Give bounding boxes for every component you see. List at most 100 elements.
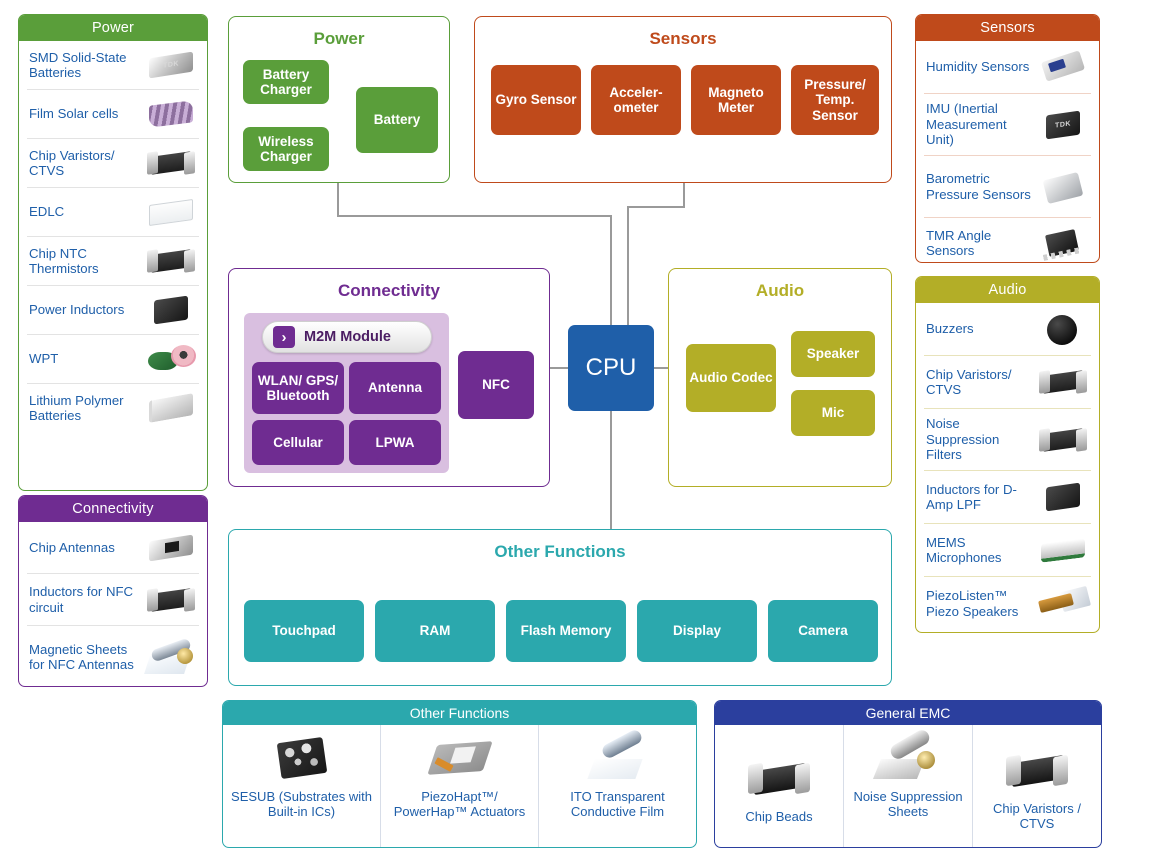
list-item[interactable]: MEMS Microphones xyxy=(924,524,1091,577)
node-label: Camera xyxy=(798,623,848,639)
node-ram[interactable]: RAM xyxy=(375,600,495,662)
chip-ntc-thermistor-icon xyxy=(145,242,197,280)
list-item[interactable]: SMD Solid-State Batteries TDK xyxy=(27,41,199,90)
node-lpwa[interactable]: LPWA xyxy=(349,420,441,465)
list-item[interactable]: Buzzers xyxy=(924,303,1091,356)
m2m-module-button[interactable]: › M2M Module xyxy=(262,321,432,353)
side-panel-connectivity: Connectivity Chip Antennas Inductors for… xyxy=(18,495,208,687)
list-item[interactable]: EDLC xyxy=(27,188,199,237)
node-battery[interactable]: Battery xyxy=(356,87,438,153)
list-item[interactable]: Noise Suppression Sheets xyxy=(843,725,972,847)
node-nfc[interactable]: NFC xyxy=(458,351,534,419)
list-item[interactable]: IMU (Inertial Measurement Unit) TDK xyxy=(924,94,1091,156)
item-label: Noise Suppression Sheets xyxy=(853,789,963,819)
node-touchpad[interactable]: Touchpad xyxy=(244,600,364,662)
node-antenna[interactable]: Antenna xyxy=(349,362,441,414)
piezo-speaker-icon xyxy=(1037,585,1092,623)
cpu-label: CPU xyxy=(585,354,637,382)
list-item[interactable]: Chip Varistors / CTVS xyxy=(972,725,1101,847)
panel-header-sensors: Sensors xyxy=(916,15,1099,41)
list-item[interactable]: Noise Suppression Filters xyxy=(924,409,1091,471)
node-cellular[interactable]: Cellular xyxy=(252,420,344,465)
bottom-panel-other-functions: Other Functions SESUB (Substrates with B… xyxy=(222,700,697,848)
node-camera[interactable]: Camera xyxy=(768,600,878,662)
item-label: ITO Transparent Conductive Film xyxy=(570,789,665,819)
node-label: Cellular xyxy=(273,434,323,450)
list-item[interactable]: ITO Transparent Conductive Film xyxy=(538,725,696,847)
list-item[interactable]: Film Solar cells xyxy=(27,90,199,139)
node-mic[interactable]: Mic xyxy=(791,390,875,436)
list-item[interactable]: Chip Antennas xyxy=(27,522,199,574)
humidity-sensor-icon xyxy=(1037,48,1089,86)
node-pressure-temp-sensor[interactable]: Pressure/ Temp. Sensor xyxy=(791,65,879,135)
node-speaker[interactable]: Speaker xyxy=(791,331,875,377)
chip-varistor-icon xyxy=(1037,363,1089,401)
bottom-panel-body-other-functions: SESUB (Substrates with Built-in ICs) Pie… xyxy=(223,725,696,847)
list-item[interactable]: Chip Beads xyxy=(715,725,843,847)
item-label: Chip Varistors / CTVS xyxy=(993,801,1081,831)
node-flash-memory[interactable]: Flash Memory xyxy=(506,600,626,662)
imu-icon: TDK xyxy=(1037,106,1089,144)
node-wlan-gps-bluetooth[interactable]: WLAN/ GPS/ Bluetooth xyxy=(252,362,344,414)
panel-header-power: Power xyxy=(19,15,207,41)
ito-film-icon xyxy=(585,727,651,785)
bottom-panel-body-general-emc: Chip Beads Noise Suppression Sheets xyxy=(715,725,1101,847)
list-item[interactable]: Lithium Polymer Batteries xyxy=(27,384,199,432)
node-label: Battery Charger xyxy=(260,66,312,98)
node-label: Antenna xyxy=(368,380,422,396)
item-label: EDLC xyxy=(29,204,65,220)
list-item[interactable]: Magnetic Sheets for NFC Antennas xyxy=(27,626,199,686)
item-label: Inductors for NFC circuit xyxy=(29,584,134,615)
node-label: NFC xyxy=(482,377,510,393)
item-label: Barometric Pressure Sensors xyxy=(926,171,1031,202)
node-label: Display xyxy=(672,623,722,639)
node-cpu[interactable]: CPU xyxy=(568,325,654,411)
wire-power-to-cpu-horizontal xyxy=(337,215,612,217)
bottom-panel-header-general-emc: General EMC xyxy=(715,701,1101,725)
node-label: Wireless Charger xyxy=(258,133,314,165)
list-item[interactable]: TMR Angle Sensors xyxy=(924,218,1091,262)
list-item[interactable]: Chip Varistors/ CTVS xyxy=(27,139,199,188)
node-label: Speaker xyxy=(806,346,860,362)
wire-power-to-cpu-vertical xyxy=(610,215,612,327)
wire-sensors-down xyxy=(683,183,685,208)
list-item[interactable]: Barometric Pressure Sensors xyxy=(924,156,1091,218)
list-item[interactable]: PiezoListen™ Piezo Speakers xyxy=(924,577,1092,630)
wire-cpu-to-other-functions xyxy=(610,410,612,530)
item-label: Film Solar cells xyxy=(29,106,119,122)
group-title-sensors: Sensors xyxy=(649,29,717,48)
list-item[interactable]: Chip Varistors/ CTVS xyxy=(924,356,1091,409)
item-label: TMR Angle Sensors xyxy=(926,227,992,259)
node-audio-codec[interactable]: Audio Codec xyxy=(686,344,776,412)
film-solar-cell-icon xyxy=(145,95,197,133)
bottom-panel-general-emc: General EMC Chip Beads xyxy=(714,700,1102,848)
node-battery-charger[interactable]: Battery Charger xyxy=(243,60,329,104)
node-accelerometer[interactable]: Acceler- ometer xyxy=(591,65,681,135)
panel-body-sensors: Humidity Sensors IMU (Inertial Measureme… xyxy=(916,41,1099,262)
lithium-polymer-battery-icon xyxy=(145,389,197,427)
list-item[interactable]: PiezoHapt™/ PowerHap™ Actuators xyxy=(380,725,538,847)
item-label: Inductors for D-Amp LPF xyxy=(926,481,1017,513)
smd-solid-state-battery-icon: TDK xyxy=(145,46,197,84)
item-label: Chip NTC Thermistors xyxy=(29,245,99,277)
list-item[interactable]: Humidity Sensors xyxy=(924,41,1091,94)
list-item[interactable]: SESUB (Substrates with Built-in ICs) xyxy=(223,725,380,847)
list-item[interactable]: WPT xyxy=(27,335,199,384)
list-item[interactable]: Chip NTC Thermistors xyxy=(27,237,199,286)
group-other-functions: Other Functions Touchpad RAM Flash Memor… xyxy=(228,529,892,686)
list-item[interactable]: Inductors for D-Amp LPF xyxy=(924,471,1091,524)
item-label: Noise Suppression Filters xyxy=(926,416,1000,463)
item-label: SESUB (Substrates with Built-in ICs) xyxy=(231,789,372,819)
node-wireless-charger[interactable]: Wireless Charger xyxy=(243,127,329,171)
group-title-power: Power xyxy=(313,29,365,48)
node-display[interactable]: Display xyxy=(637,600,757,662)
list-item[interactable]: Inductors for NFC circuit xyxy=(27,574,199,626)
item-label: SMD Solid-State Batteries xyxy=(29,49,127,81)
item-label: Magnetic Sheets for NFC Antennas xyxy=(29,641,134,673)
list-item[interactable]: Power Inductors xyxy=(27,286,199,335)
wire-power-down xyxy=(337,183,339,216)
node-magnetometer[interactable]: Magneto Meter xyxy=(691,65,781,135)
node-gyro-sensor[interactable]: Gyro Sensor xyxy=(491,65,581,135)
group-audio: Audio Audio Codec Speaker Mic xyxy=(668,268,892,487)
